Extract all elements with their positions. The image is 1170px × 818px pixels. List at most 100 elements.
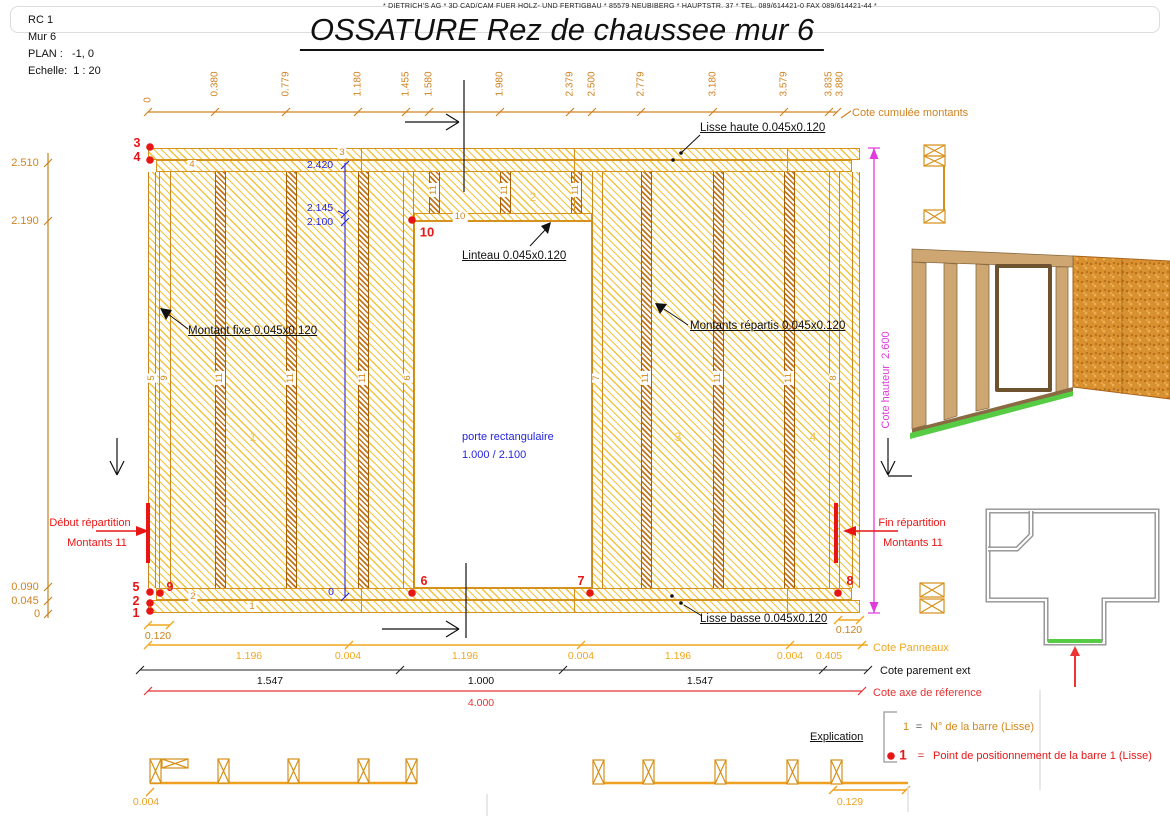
panneaux-title: Cote Panneaux (873, 642, 949, 654)
legend-eq: = (915, 721, 923, 733)
bar-number: 3 (337, 147, 347, 159)
panel-number: 2 (529, 190, 537, 204)
panneaux-dim-line (143, 615, 868, 650)
bar-number: 11 (499, 183, 511, 197)
annotation-leaders (160, 134, 703, 617)
debut-repartition-label: Début répartition (49, 517, 131, 529)
dim-label: 1.196 (664, 650, 692, 662)
wall-end-section-symbol (923, 144, 946, 224)
dim-label: 0 (33, 608, 41, 620)
dim-label: 2.100 (306, 216, 334, 228)
bar-number: 11 (428, 183, 440, 197)
annotation-lisse-basse: Lisse basse 0.045x0.120 (700, 613, 828, 625)
fin-repartition-label: Fin répartition (878, 517, 946, 529)
height-dim-line (868, 147, 880, 614)
panel-joint (787, 148, 788, 172)
dim-label: 3.835 (823, 71, 835, 97)
dim-label: 0.779 (280, 71, 292, 97)
dim-label: 0.120 (835, 624, 863, 636)
dim-label: 1.196 (235, 650, 263, 662)
dim-label: 2.145 (306, 202, 334, 214)
top-dim-title: Cote cumulée montants (852, 107, 969, 119)
point-number: 8 (846, 574, 854, 588)
montant-end-right (852, 172, 860, 588)
annotation-montants-repartis: Montants répartis 0.045x0.120 (690, 320, 846, 332)
fold-marks (486, 690, 1041, 816)
bar-number: 11 (783, 371, 795, 385)
point-number: 9 (166, 580, 174, 594)
parement-title: Cote parement ext (880, 665, 971, 677)
dim-label: 3.579 (778, 71, 790, 97)
point-number: 4 (133, 150, 141, 164)
bar-number: 11 (214, 371, 226, 385)
page-title: OSSATURE Rez de chaussee mur 6 (299, 12, 825, 51)
height-dim-label: Cote hauteur 2.600 (880, 331, 892, 429)
door-opening (414, 221, 592, 588)
dim-label: 1.455 (400, 71, 412, 97)
point-number: 5 (132, 580, 140, 594)
bar-number: 5 (146, 373, 158, 383)
bar-number: 7 (591, 373, 603, 383)
bar-number: 9 (159, 373, 171, 383)
panel-joint (574, 588, 575, 613)
left-dim-line (43, 153, 53, 619)
annotation-linteau: Linteau 0.045x0.120 (462, 250, 567, 262)
panel-number: 1 (249, 430, 257, 444)
annotation-lisse-haute: Lisse haute 0.045x0.120 (700, 122, 826, 134)
legend-point-text: Point de positionnement de la barre 1 (L… (933, 750, 1152, 762)
dim-label: 1.980 (494, 71, 506, 97)
bar-number: 4 (187, 159, 197, 171)
panel-number: 4 (809, 430, 817, 444)
dim-label: 0.004 (567, 650, 595, 662)
debut-repartition-label2: Montants 11 (67, 537, 127, 549)
bar-number: 8 (828, 373, 840, 383)
linteau-bar (414, 213, 592, 221)
panel-joint (361, 588, 362, 613)
door-type-label: porte rectangulaire (462, 431, 554, 443)
repartition-marks (96, 503, 898, 563)
info-scale: Echelle: 1 : 20 (28, 65, 101, 77)
bar-number: 11 (357, 371, 369, 385)
position-points (146, 143, 842, 615)
dim-label: 2.190 (11, 215, 39, 227)
dim-label: 0.004 (132, 796, 160, 808)
header-frame (10, 6, 1160, 33)
info-wall: Mur 6 (28, 31, 57, 43)
dim-label: 0 (328, 586, 334, 598)
point-number: 6 (420, 574, 428, 588)
dim-label: 1.547 (686, 675, 714, 687)
dim-label: 2.379 (564, 71, 576, 97)
panel-joint (787, 588, 788, 613)
bar-number: 6 (402, 373, 414, 383)
legend-bracket (883, 711, 897, 763)
panel-joint (574, 148, 575, 213)
axe-title: Cote axe de réference (873, 687, 982, 699)
dim-label: 0.004 (776, 650, 804, 662)
annotation-montant-fixe: Montant fixe 0.045x0.120 (188, 325, 318, 337)
bar-number: 11 (640, 371, 652, 385)
panel-joint (361, 148, 362, 172)
point-number: 10 (419, 224, 435, 240)
dim-label: 0.405 (815, 650, 843, 662)
lisse-haute-bar4 (156, 160, 852, 172)
lisse-basse-bar2 (156, 588, 852, 600)
point-number: 3 (133, 136, 141, 150)
dim-label: 3.880 (834, 71, 846, 97)
dim-label: 1.196 (451, 650, 479, 662)
parement-dim-line (135, 665, 873, 675)
dim-label: 2.420 (306, 159, 334, 171)
dim-label: 2.500 (586, 71, 598, 97)
bar-number: 10 (452, 211, 468, 223)
dim-label: 0 (142, 97, 154, 103)
bar-number: 1 (247, 601, 257, 613)
legend-point-eq: = (917, 750, 925, 762)
top-dim-line (143, 107, 852, 119)
bar-number: 2 (188, 591, 198, 603)
legend-bar-num: 1 (902, 721, 910, 733)
dim-label: 1.180 (352, 71, 364, 97)
lisse-haute-bar3 (148, 148, 860, 160)
dim-label: 1.580 (423, 71, 435, 97)
point-number: 2 (132, 594, 140, 608)
dim-label: 0.045 (11, 595, 39, 607)
